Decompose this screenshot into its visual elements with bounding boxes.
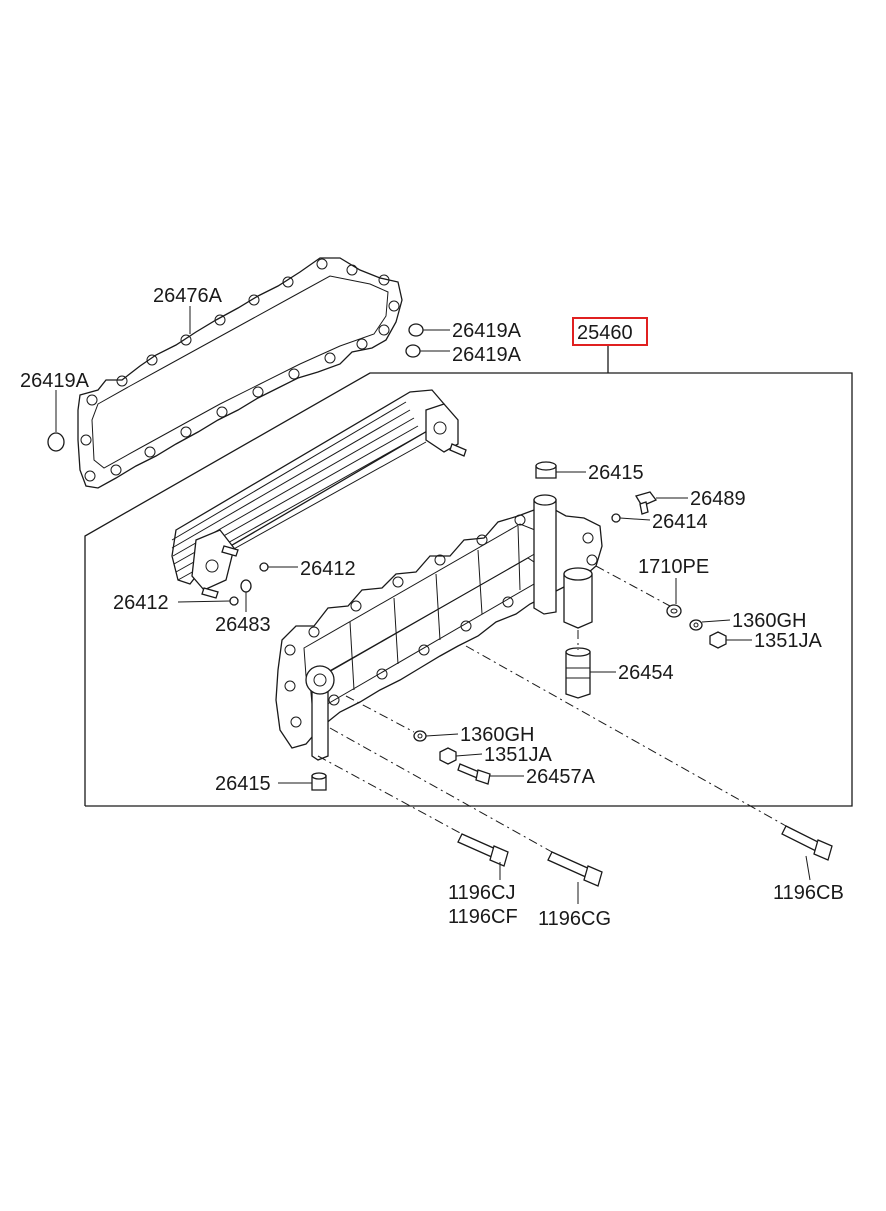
label-1360gh-right: 1360GH xyxy=(732,610,807,632)
label-1351ja-right: 1351JA xyxy=(754,630,822,652)
alignment-lines xyxy=(317,565,787,853)
bolt-26489 xyxy=(635,491,658,515)
oil-cooler-element xyxy=(171,389,467,599)
label-26415-bottom: 26415 xyxy=(215,773,271,795)
label-26419a-top-1: 26419A xyxy=(452,320,522,342)
label-26419a-left: 26419A xyxy=(20,370,90,392)
label-26412-left: 26412 xyxy=(113,592,169,614)
label-26419a-top-2: 26419A xyxy=(452,344,522,366)
stud-26457a xyxy=(457,763,491,785)
label-1710pe: 1710PE xyxy=(638,556,709,578)
o-ring-top-2 xyxy=(405,344,421,358)
label-26412-right: 26412 xyxy=(300,558,356,580)
o-ring-26414 xyxy=(611,513,621,523)
o-ring-left xyxy=(47,432,65,452)
label-26415-top: 26415 xyxy=(588,462,644,484)
washer-1360gh-right xyxy=(689,619,703,631)
bolt-1196cg xyxy=(547,851,603,887)
o-ring-top-1 xyxy=(408,323,424,337)
nut-1351ja-right xyxy=(709,631,727,649)
label-1360gh-left: 1360GH xyxy=(460,724,535,746)
nut-1351ja-left xyxy=(439,747,457,765)
assembly-frame xyxy=(84,345,853,807)
label-26457a: 26457A xyxy=(526,766,596,788)
bolt-1196cj xyxy=(457,833,509,867)
washer-1360gh-left xyxy=(413,730,427,742)
leader-lines xyxy=(55,306,811,904)
oil-cooler-housing xyxy=(275,494,603,761)
label-1196cf: 1196CF xyxy=(448,906,518,928)
o-ring-26483 xyxy=(240,579,252,593)
label-26454: 26454 xyxy=(618,662,674,684)
label-1196cj: 1196CJ xyxy=(448,882,515,904)
label-26489: 26489 xyxy=(690,488,746,510)
label-26483: 26483 xyxy=(215,614,271,636)
assembly-number-highlight xyxy=(572,317,648,346)
label-1196cg: 1196CG xyxy=(538,908,611,930)
o-ring-26412-left xyxy=(229,596,239,606)
oil-cooler-gasket xyxy=(77,257,403,489)
label-1351ja-left: 1351JA xyxy=(484,744,552,766)
label-26414: 26414 xyxy=(652,511,708,533)
o-ring-26412-right xyxy=(259,562,269,572)
label-25460: 25460 xyxy=(577,322,633,344)
valve-26454 xyxy=(565,647,591,699)
washer-1710pe xyxy=(666,604,682,618)
label-26476a: 26476A xyxy=(153,285,223,307)
part-labels: 26476A 26419A 26419A 26419A 25460 26415 … xyxy=(20,285,844,930)
label-1196cb: 1196CB xyxy=(773,882,844,904)
bolt-1196cb xyxy=(781,825,833,861)
plug-26415-bottom xyxy=(311,772,327,791)
plug-26415-top xyxy=(535,461,557,479)
